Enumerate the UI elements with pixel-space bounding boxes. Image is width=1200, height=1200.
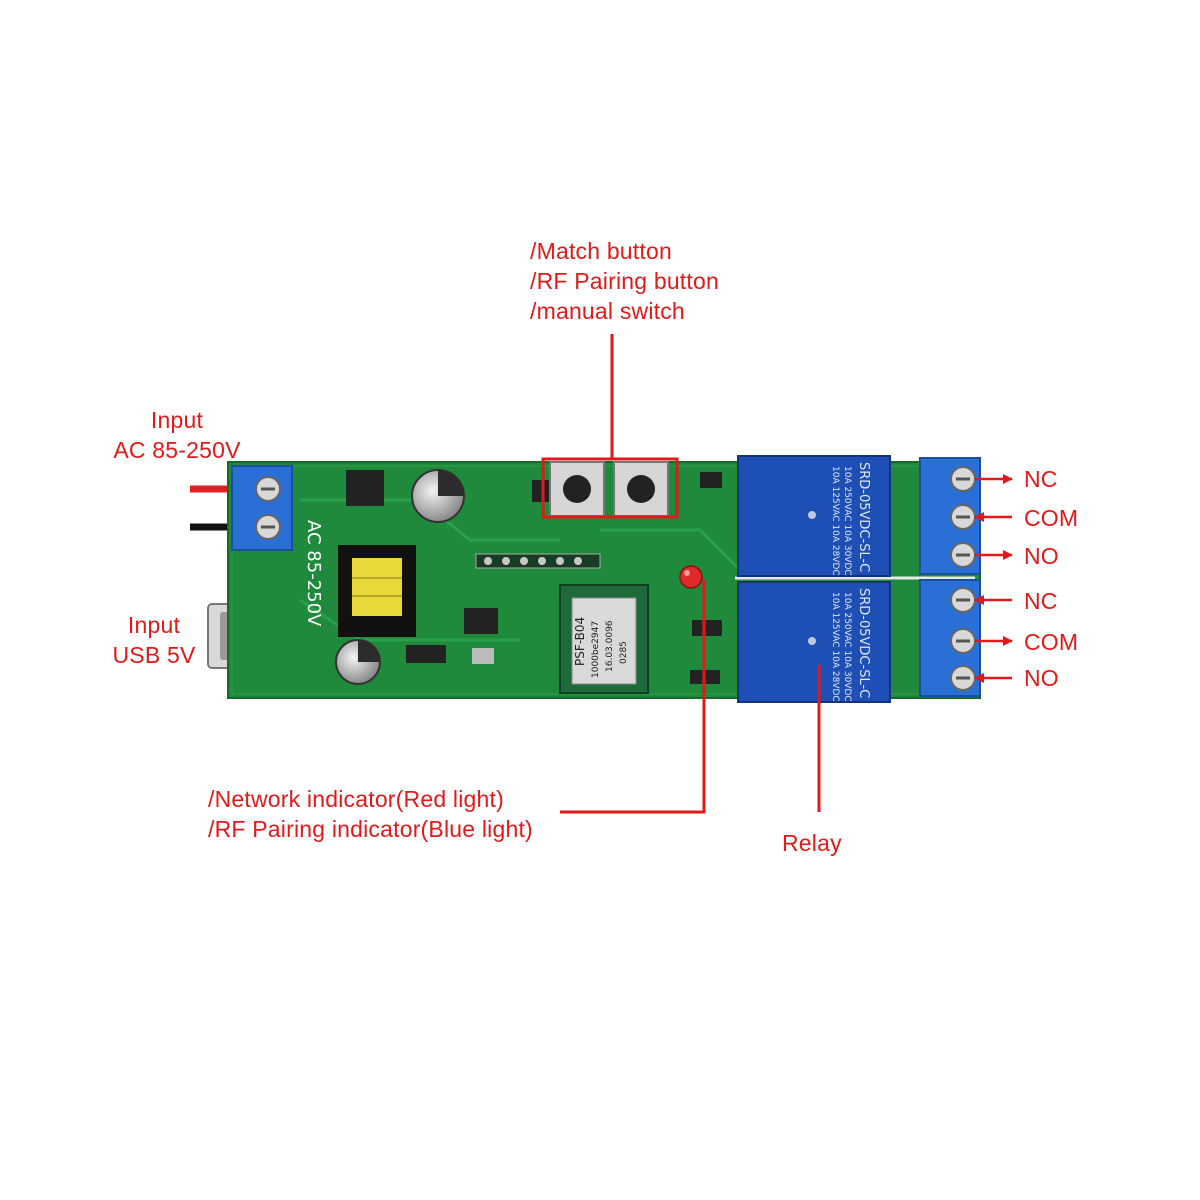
svg-text:SRD-05VDC-SL-C: SRD-05VDC-SL-C — [856, 588, 871, 698]
module-serial: 1000be2947 — [591, 621, 601, 678]
button-callout-line-1: /Match button — [530, 238, 672, 264]
terminal-2-com-label: COM — [1024, 629, 1079, 655]
svg-text:10A 125VAC 10A 28VDC: 10A 125VAC 10A 28VDC — [830, 466, 840, 576]
svg-text:10A 250VAC 10A 30VDC: 10A 250VAC 10A 30VDC — [842, 592, 852, 702]
usb-input-line-1: Input — [127, 612, 181, 638]
terminal-1-no-label: NO — [1024, 543, 1059, 569]
terminal-1-com-label: COM — [1024, 505, 1079, 531]
callout-lines — [560, 334, 821, 814]
relay-2: SRD-05VDC-SL-C 10A 250VAC 10A 30VDC 10A … — [737, 581, 891, 703]
svg-text:10A 250VAC 10A 30VDC: 10A 250VAC 10A 30VDC — [842, 466, 852, 576]
rf-module: PSF-B04 1000be2947 16.03.0096 0285 — [559, 584, 649, 694]
indicator-callout-line-1: /Network indicator(Red light) — [208, 786, 504, 812]
output-terminal-2 — [919, 579, 981, 697]
svg-text:10A 125VAC 10A 28VDC: 10A 125VAC 10A 28VDC — [830, 592, 840, 702]
svg-text:SRD-05VDC-SL-C: SRD-05VDC-SL-C — [856, 462, 871, 572]
ac-input-terminal — [231, 465, 293, 551]
button-highlight-box — [541, 457, 679, 519]
pin-header — [475, 553, 601, 569]
indicator-callout-line-2: /RF Pairing indicator(Blue light) — [208, 816, 533, 842]
terminal-1-nc-label: NC — [1024, 466, 1058, 492]
button-callout-label: /Match button /RF Pairing button /manual… — [530, 236, 719, 326]
ic-chips — [346, 470, 722, 684]
indicator-callout-label: /Network indicator(Red light) /RF Pairin… — [208, 784, 533, 844]
terminal-arrows — [974, 474, 1013, 683]
button-callout-line-2: /RF Pairing button — [530, 268, 719, 294]
indicator-leader-line — [560, 580, 706, 814]
relay-1: SRD-05VDC-SL-C 10A 250VAC 10A 30VDC 10A … — [737, 455, 891, 577]
module-date: 16.03.0096 — [605, 620, 615, 672]
terminal-2-nc-label: NC — [1024, 588, 1058, 614]
ac-input-line-2: AC 85-250V — [113, 437, 241, 463]
ac-input-line-1: Input — [150, 407, 204, 433]
module-label: PSF-B04 — [573, 617, 587, 666]
button-callout-line-3: /manual switch — [530, 298, 685, 324]
capacitors — [335, 469, 465, 685]
module-batch: 0285 — [619, 641, 629, 664]
silkscreen-voltage-text: AC 85-250V — [303, 520, 324, 627]
usb-input-label: Input USB 5V — [100, 610, 208, 670]
transformer — [338, 545, 416, 637]
red-led — [679, 565, 703, 589]
relay-callout-label: Relay — [782, 830, 842, 856]
ac-input-label: Input AC 85-250V — [98, 405, 256, 465]
terminal-2-no-label: NO — [1024, 665, 1059, 691]
output-terminal-1 — [919, 457, 981, 575]
usb-input-line-2: USB 5V — [112, 642, 196, 668]
